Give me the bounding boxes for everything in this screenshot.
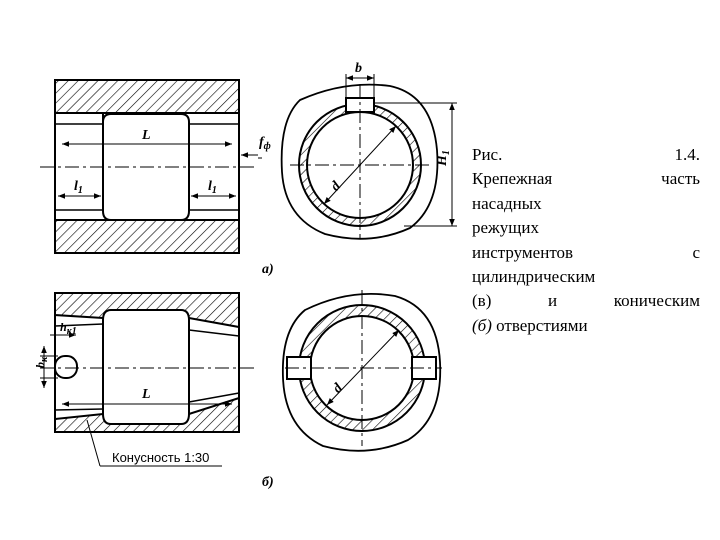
caption-word: коническим — [613, 291, 700, 311]
caption-line-2: Крепежная часть — [472, 167, 700, 191]
figure-caption: Рис. 1.4. Крепежная часть насадных режущих… — [472, 143, 700, 338]
caption-line-4: режущих — [472, 218, 539, 238]
label-L: L — [141, 128, 151, 143]
caption-word: (б) — [472, 315, 492, 335]
view-a-section: L l1 l1 fф а) — [40, 79, 274, 277]
view-b-taper-bot-l — [54, 408, 104, 411]
caption-line-3: насадных — [472, 193, 542, 213]
view-b-section: L hк1 bк Конусность 1:30 б) — [33, 292, 274, 490]
view-b-taper-bot-r — [188, 392, 240, 403]
caption-word: 1.4. — [674, 145, 701, 164]
dim-d-b — [326, 329, 400, 406]
caption-word: Рис. — [472, 145, 503, 164]
view-a-end-outline — [280, 83, 439, 240]
label-L-b: L — [141, 387, 151, 402]
view-b-label: б) — [262, 475, 274, 490]
caption-line-7: (в) и коническим — [472, 289, 700, 313]
caption-word: и — [547, 291, 558, 311]
view-b-taper-top-l — [54, 323, 104, 327]
view-b-end: d — [281, 290, 442, 452]
caption-word: Крепежная — [472, 169, 553, 189]
label-b: b — [355, 61, 362, 76]
label-h: hк1 — [60, 320, 77, 337]
view-b-relief-groove — [102, 309, 190, 425]
label-f: fф — [259, 135, 271, 152]
view-a-top-wall — [54, 79, 240, 114]
view-a-label: а) — [262, 262, 274, 277]
taper-leader — [86, 419, 101, 467]
taper-note: Конусность 1:30 — [112, 450, 209, 465]
view-a-bottom-wall — [54, 219, 240, 254]
caption-line-6: цилиндрическим — [472, 267, 596, 287]
caption-word: отверстиями — [491, 315, 588, 335]
caption-word: инструментов — [472, 242, 574, 262]
caption-line-5: инструментов с — [472, 241, 700, 265]
caption-word: с — [692, 242, 700, 262]
caption-line-8: (б) отверстиями — [472, 314, 700, 338]
view-b-end-outline — [281, 293, 442, 452]
view-b-keyslot — [54, 355, 78, 379]
caption-word: (в) — [472, 291, 492, 311]
label-H: H1 — [435, 150, 452, 167]
view-a-end: d b H1 — [280, 61, 457, 240]
caption-word: часть — [661, 169, 700, 189]
label-l1-left: l1 — [74, 179, 83, 196]
label-bk: bк — [33, 356, 50, 368]
dim-d-a — [323, 125, 397, 205]
caption-line-1: Рис. 1.4. — [472, 143, 700, 167]
label-l1-right: l1 — [208, 179, 217, 196]
view-b-taper-top-r — [188, 329, 240, 337]
